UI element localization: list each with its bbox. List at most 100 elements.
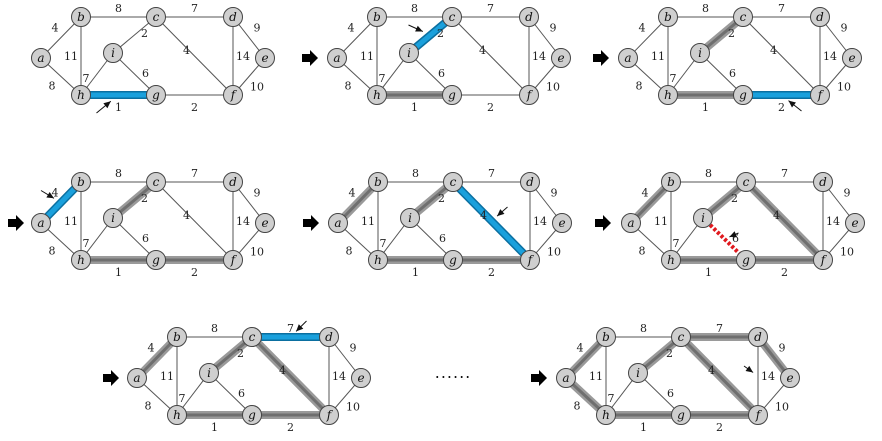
edge-weight-hi: 7 <box>83 72 90 85</box>
edge-weight-hg: 1 <box>412 266 419 279</box>
edge-weight-bh: 11 <box>361 215 375 228</box>
edge-weight-hi: 7 <box>83 237 90 250</box>
edge-weight-ef: 10 <box>547 246 561 259</box>
node-i <box>103 208 123 228</box>
rejected-edge-ig <box>701 216 748 262</box>
pointer-arrow-icon <box>497 209 505 217</box>
edge-weight-cf: 4 <box>183 44 190 57</box>
edge-weight-hg: 1 <box>705 266 712 279</box>
node-i <box>628 363 648 383</box>
edge-weight-ig: 6 <box>142 67 149 80</box>
edge-weight-cf: 4 <box>708 364 715 377</box>
edge-weight-df: 14 <box>236 215 250 228</box>
node-f <box>223 250 243 270</box>
edge-weight-ah: 8 <box>345 80 352 93</box>
edge-weight-hi: 7 <box>379 72 386 85</box>
edge-weight-cd: 7 <box>716 322 723 335</box>
node-e <box>845 213 865 233</box>
node-label-d: d <box>229 10 237 24</box>
node-label-i: i <box>111 211 115 225</box>
edge-weight-gf: 2 <box>778 101 785 114</box>
edge-weight-gf: 2 <box>287 421 294 434</box>
edge-weight-ef: 10 <box>837 81 851 94</box>
edge-weight-cd: 7 <box>191 167 198 180</box>
node-c <box>146 7 166 27</box>
edge-weight-ic: 2 <box>731 192 738 205</box>
node-label-h: h <box>664 88 672 102</box>
node-label-f: f <box>817 88 825 102</box>
step-transition-arrow-icon <box>103 370 119 386</box>
node-label-b: b <box>77 10 85 24</box>
edge-weight-df: 14 <box>532 50 546 63</box>
current-edge-cf <box>451 180 532 262</box>
edge-weight-hg: 1 <box>211 421 218 434</box>
edge-weight-ig: 6 <box>667 387 674 400</box>
node-a <box>328 213 348 233</box>
edge-weight-bc: 8 <box>211 322 218 335</box>
node-label-h: h <box>373 88 381 102</box>
pointer-arrow-icon <box>745 365 754 373</box>
edge-weight-bc: 8 <box>411 2 418 15</box>
node-label-b: b <box>602 330 610 344</box>
edge-weight-ic: 2 <box>728 27 735 40</box>
pointer-arrow-icon <box>296 324 304 332</box>
edge-weight-bc: 8 <box>640 322 647 335</box>
edge-ig <box>408 52 453 96</box>
node-a <box>31 213 51 233</box>
node-h <box>368 250 388 270</box>
node-b <box>661 172 681 192</box>
node-f <box>319 405 339 425</box>
node-g <box>736 250 756 270</box>
node-label-g: g <box>152 253 160 267</box>
node-label-g: g <box>448 88 456 102</box>
edge-weight-ic: 2 <box>666 347 673 360</box>
edge-weight-ef: 10 <box>840 246 854 259</box>
node-c <box>443 172 463 192</box>
edge-weight-ef: 10 <box>250 81 264 94</box>
ellipsis: ...... <box>435 363 472 382</box>
edge-weight-cf: 4 <box>479 44 486 57</box>
node-b <box>71 172 91 192</box>
edge-weight-cd: 7 <box>287 322 294 335</box>
edge-weight-cf: 4 <box>279 364 286 377</box>
pointer-arrow-icon <box>788 100 796 108</box>
node-label-a: a <box>624 51 631 65</box>
edge-cf <box>742 16 821 96</box>
node-label-i: i <box>111 46 115 60</box>
node-e <box>780 368 800 388</box>
node-label-e: e <box>261 51 268 65</box>
edge-weight-ab: 4 <box>642 187 649 200</box>
node-a <box>618 48 638 68</box>
node-label-d: d <box>754 330 762 344</box>
node-d <box>810 7 830 27</box>
edge-weight-bh: 11 <box>160 370 174 383</box>
edge-weight-bh: 11 <box>589 370 603 383</box>
node-label-g: g <box>742 253 750 267</box>
node-b <box>367 7 387 27</box>
edge-weight-bh: 11 <box>651 50 665 63</box>
edge-weight-df: 14 <box>823 50 837 63</box>
node-label-a: a <box>334 216 341 230</box>
node-label-d: d <box>525 10 533 24</box>
edge-cf <box>155 181 234 261</box>
edge-weight-ig: 6 <box>238 387 245 400</box>
mst-edge-cf <box>744 180 825 262</box>
node-d <box>520 172 540 192</box>
node-a <box>31 48 51 68</box>
edge-weight-ef: 10 <box>346 401 360 414</box>
node-a <box>127 368 147 388</box>
node-label-i: i <box>636 366 640 380</box>
node-e <box>552 213 572 233</box>
edge-cf <box>451 16 530 96</box>
edge-weight-ef: 10 <box>775 401 789 414</box>
edge-weight-hi: 7 <box>608 392 615 405</box>
node-label-g: g <box>152 88 160 102</box>
node-c <box>242 327 262 347</box>
node-label-a: a <box>133 371 140 385</box>
node-h <box>167 405 187 425</box>
node-label-h: h <box>77 253 85 267</box>
pointer-arrow-icon <box>46 191 54 199</box>
node-g <box>671 405 691 425</box>
node-label-e: e <box>557 51 564 65</box>
